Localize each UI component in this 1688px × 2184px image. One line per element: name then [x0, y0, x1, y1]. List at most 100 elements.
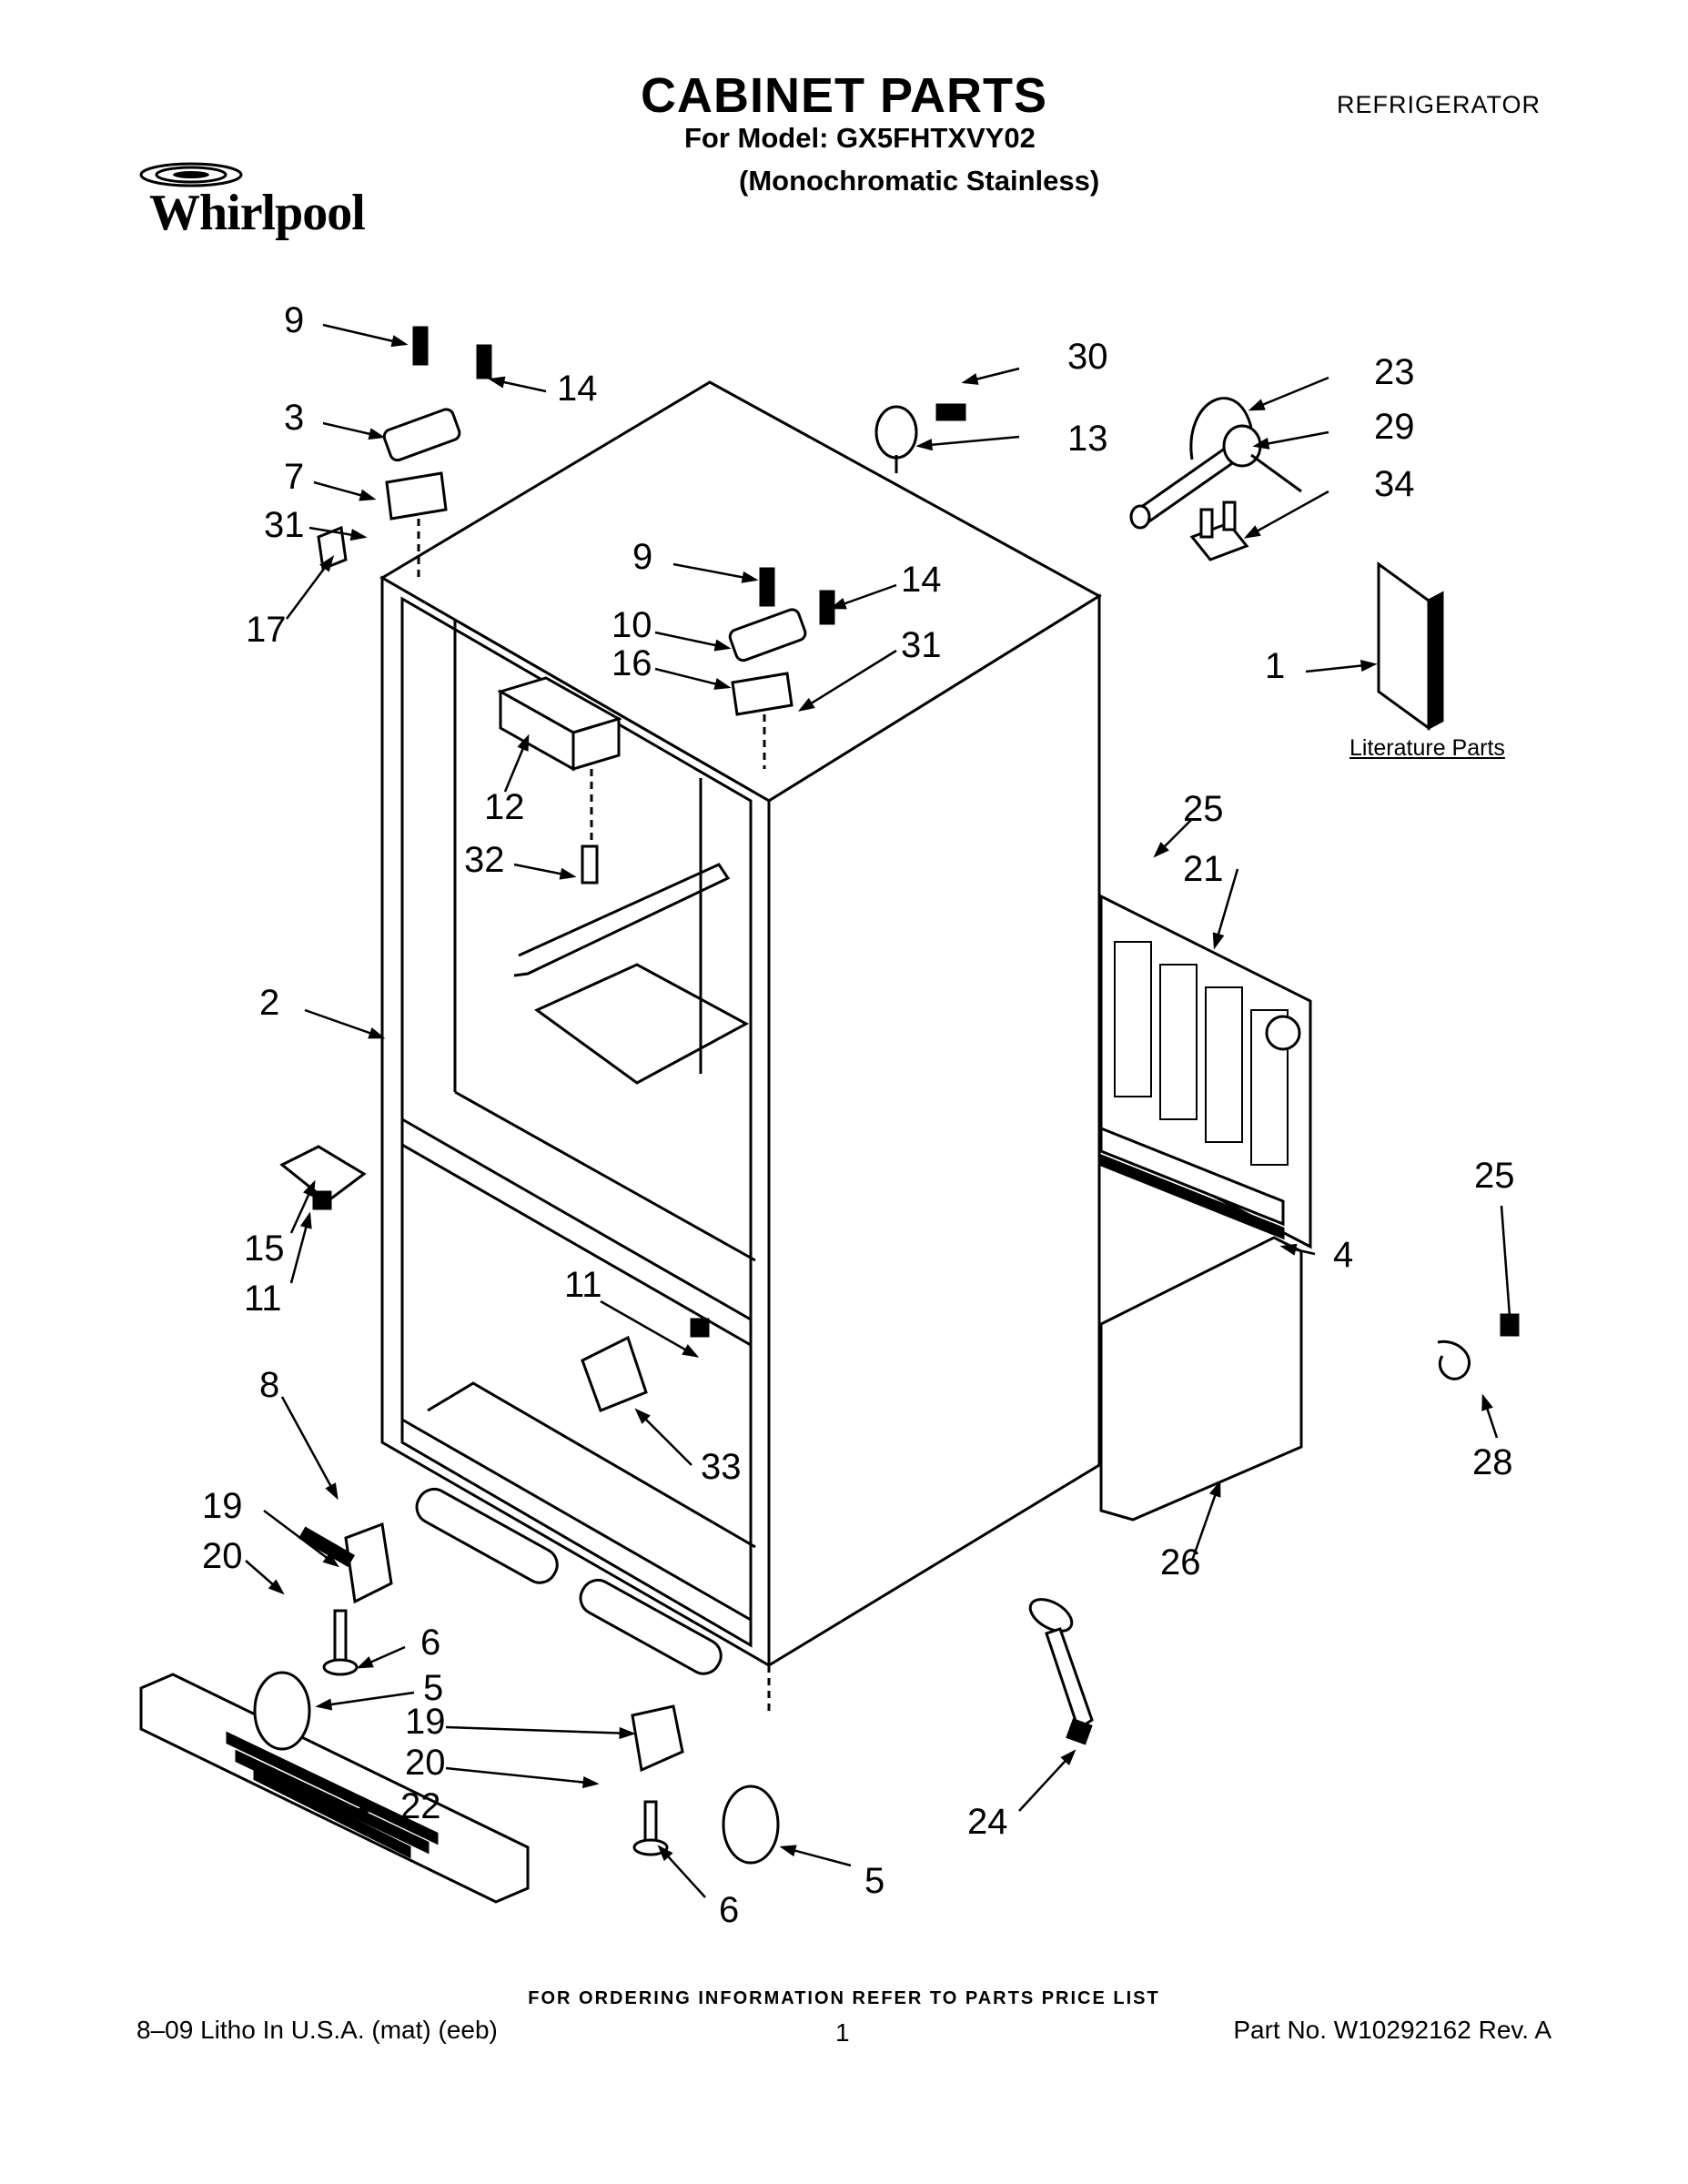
tube-clip — [1189, 500, 1249, 561]
callout-arrowhead-19 — [322, 1552, 339, 1568]
callout-arrowhead-29 — [1252, 437, 1270, 450]
callout-arrowhead-14 — [488, 376, 506, 389]
callout-31: 31 — [264, 505, 305, 545]
callout-29: 29 — [1374, 407, 1415, 447]
lower-rear-panel — [1099, 1236, 1303, 1522]
callout-10: 10 — [612, 605, 652, 645]
callout-20: 20 — [202, 1536, 243, 1576]
callout-14: 14 — [557, 369, 598, 409]
callout-1: 1 — [1265, 646, 1285, 686]
callout-arrowhead-11 — [299, 1211, 312, 1229]
callout-arrowhead-17 — [319, 555, 335, 572]
callout-6: 6 — [719, 1890, 739, 1930]
callout-arrowhead-9 — [741, 571, 759, 583]
callout-leader-8 — [280, 1396, 339, 1498]
callout-leader-9 — [672, 562, 756, 581]
hinge-center — [728, 567, 835, 769]
callout-arrowhead-8 — [325, 1482, 339, 1501]
callout-25: 25 — [1183, 789, 1224, 829]
callout-arrowhead-28 — [1481, 1393, 1493, 1411]
callout-leader-26 — [1190, 1482, 1221, 1562]
callout-leader-11 — [600, 1299, 697, 1358]
callout-arrowhead-20 — [268, 1579, 285, 1595]
callout-arrowhead-30 — [961, 373, 979, 385]
appliance-category: REFRIGERATOR — [1336, 91, 1541, 118]
callout-25: 25 — [1474, 1156, 1515, 1196]
litho-note: 8–09 Litho In U.S.A. (mat) (eeb) — [136, 2016, 498, 2044]
callout-arrowhead-32 — [559, 867, 577, 880]
callout-arrowhead-10 — [713, 639, 732, 652]
water-tube-assembly — [1129, 397, 1302, 530]
tube-clamp — [1437, 1313, 1520, 1380]
ice-dispenser-housing — [497, 676, 622, 885]
callout-arrowhead-5 — [315, 1698, 333, 1711]
callout-9: 9 — [284, 300, 304, 340]
callout-24: 24 — [967, 1802, 1008, 1842]
callout-leader-2 — [304, 1008, 383, 1039]
callout-20: 20 — [405, 1743, 446, 1783]
literature-booklet — [1377, 561, 1444, 731]
callout-leader-5 — [318, 1691, 415, 1708]
part-number: Part No. W10292162 Rev. A — [1233, 2016, 1552, 2044]
callout-9: 9 — [632, 537, 652, 577]
callout-arrowhead-2 — [368, 1026, 386, 1039]
callout-arrowhead-14 — [829, 597, 847, 610]
callout-arrowhead-26 — [1208, 1480, 1221, 1498]
callout-7: 7 — [284, 457, 304, 497]
hinge-left — [382, 326, 492, 582]
callout-28: 28 — [1472, 1442, 1513, 1482]
callout-arrowhead-23 — [1248, 399, 1266, 411]
callout-arrowhead-21 — [1212, 932, 1225, 950]
callout-arrowhead-3 — [368, 428, 386, 440]
callout-33: 33 — [701, 1447, 742, 1487]
callout-leader-lines — [245, 323, 1516, 1898]
panel-seal-strip — [1099, 1126, 1285, 1240]
callout-5: 5 — [864, 1861, 884, 1901]
callout-34: 34 — [1374, 464, 1415, 504]
callout-leader-31 — [800, 649, 897, 712]
page-title: CABINET PARTS — [640, 68, 1047, 123]
callout-leader-19 — [263, 1510, 338, 1566]
callout-leader-34 — [1246, 490, 1329, 539]
callout-arrowhead-7 — [359, 489, 377, 501]
callout-11: 11 — [564, 1265, 602, 1305]
callout-leader-25 — [1500, 1205, 1512, 1330]
cabinet-body — [379, 380, 1102, 1715]
callout-arrowhead-34 — [1243, 525, 1261, 539]
callout-arrowhead-4 — [1279, 1243, 1298, 1256]
callout-arrowhead-24 — [1060, 1749, 1076, 1766]
callout-12: 12 — [484, 787, 525, 827]
whirlpool-logo-icon — [139, 162, 243, 187]
callout-14: 14 — [901, 560, 942, 600]
ordering-note: FOR ORDERING INFORMATION REFER TO PARTS … — [528, 1988, 1160, 2008]
callout-5: 5 — [423, 1668, 443, 1708]
callout-arrowhead-20 — [581, 1775, 600, 1789]
callout-arrowhead-33 — [634, 1408, 651, 1424]
callout-arrowhead-15 — [303, 1179, 316, 1198]
callout-19: 19 — [405, 1702, 446, 1742]
callout-13: 13 — [1067, 419, 1108, 459]
callout-arrowhead-25 — [1503, 1315, 1516, 1332]
callout-arrowhead-31 — [797, 697, 815, 712]
callout-arrowhead-9 — [390, 335, 409, 348]
toe-grille — [139, 1673, 530, 1904]
callout-arrowhead-19 — [619, 1726, 636, 1740]
callout-arrowhead-6 — [356, 1656, 374, 1669]
callout-arrowhead-12 — [517, 733, 530, 752]
callout-4: 4 — [1333, 1235, 1353, 1275]
callout-leader-21 — [1213, 868, 1239, 947]
callout-31: 31 — [901, 625, 942, 665]
callout-leader-13 — [918, 435, 1020, 448]
callout-leader-9 — [322, 323, 406, 346]
callout-3: 3 — [284, 398, 304, 438]
front-leg-assembly-right — [631, 1704, 780, 1865]
callout-30: 30 — [1067, 337, 1108, 377]
brand-logo-text: Whirlpool — [149, 185, 366, 241]
callout-22: 22 — [400, 1786, 441, 1826]
callout-15: 15 — [244, 1228, 285, 1269]
page-number: 1 — [835, 2018, 850, 2047]
callout-17: 17 — [246, 610, 287, 650]
callout-leader-24 — [1018, 1751, 1075, 1812]
callout-arrowhead-5 — [779, 1845, 797, 1857]
